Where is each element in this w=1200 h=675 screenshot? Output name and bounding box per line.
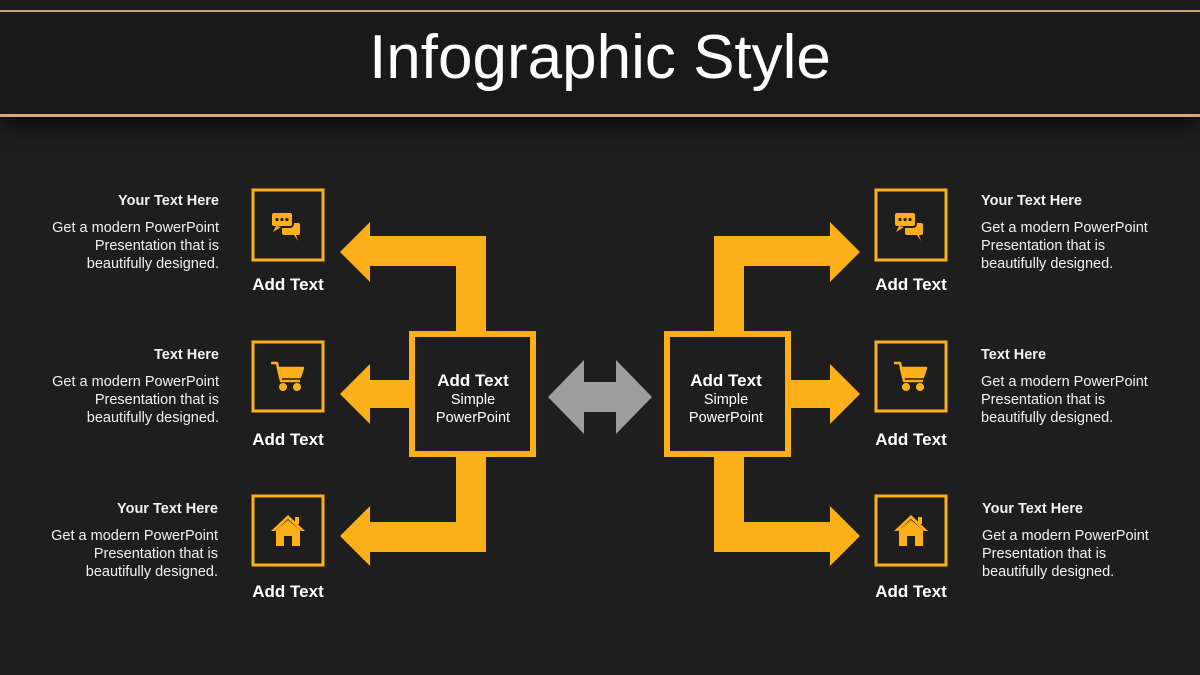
center-double-arrow	[548, 360, 652, 434]
center-right-line2: PowerPoint	[688, 410, 764, 426]
left-middle-body: Get a modern PowerPoint Presentation tha…	[52, 374, 219, 426]
center-left-line1: Simple	[450, 392, 496, 408]
left-top-textblock: Your Text Here Get a modern PowerPoint P…	[0, 192, 219, 273]
left-middle-add-label: Add Text	[252, 430, 324, 449]
house-icon	[894, 515, 928, 546]
left-bottom-heading: Your Text Here	[117, 501, 218, 517]
right-middle-add-label: Add Text	[875, 430, 947, 449]
left-bottom-icon-box	[251, 494, 325, 567]
shopping-cart-icon	[271, 361, 305, 392]
right-bottom-add-label: Add Text	[875, 582, 947, 601]
right-bottom-body: Get a modern PowerPoint Presentation tha…	[982, 528, 1149, 580]
left-middle-heading: Text Here	[153, 347, 219, 363]
right-top-textblock: Your Text Here Get a modern PowerPoint P…	[981, 192, 1156, 273]
left-bottom-body: Get a modern PowerPoint Presentation tha…	[51, 528, 218, 580]
center-left-box	[409, 331, 536, 457]
right-top-arrow	[714, 222, 860, 334]
left-top-add-label: Add Text	[252, 275, 324, 294]
right-middle-textblock: Text Here Get a modern PowerPoint Presen…	[981, 346, 1156, 427]
right-bottom-heading: Your Text Here	[982, 501, 1083, 517]
left-bottom-textblock: Your Text Here Get a modern PowerPoint P…	[0, 500, 218, 581]
center-right-label: Add Text	[690, 371, 762, 390]
left-bottom-arrow	[340, 454, 486, 566]
right-middle-body: Get a modern PowerPoint Presentation tha…	[981, 374, 1148, 426]
right-top-heading: Your Text Here	[981, 193, 1082, 209]
left-middle-arrow	[340, 364, 412, 424]
center-left-label: Add Text	[437, 371, 509, 390]
left-bottom-add-label: Add Text	[252, 582, 324, 601]
left-top-body: Get a modern PowerPoint Presentation tha…	[52, 220, 219, 272]
center-right-text: Add Text Simple PowerPoint	[666, 371, 786, 427]
center-left-line2: PowerPoint	[435, 410, 511, 426]
center-right-box	[664, 331, 791, 457]
house-icon	[271, 515, 305, 546]
title-band	[0, 10, 1200, 117]
right-bottom-textblock: Your Text Here Get a modern PowerPoint P…	[982, 500, 1157, 581]
slide-title: Infographic Style	[369, 23, 831, 92]
right-middle-arrow	[788, 364, 860, 424]
left-middle-textblock: Text Here Get a modern PowerPoint Presen…	[0, 346, 219, 427]
right-top-add-label: Add Text	[875, 275, 947, 294]
right-bottom-arrow	[714, 454, 860, 566]
center-left-text: Add Text Simple PowerPoint	[413, 371, 533, 427]
center-right-line1: Simple	[703, 392, 749, 408]
left-top-heading: Your Text Here	[118, 193, 219, 209]
chat-bubbles-icon	[893, 211, 925, 241]
right-top-body: Get a modern PowerPoint Presentation tha…	[981, 220, 1148, 272]
shopping-cart-icon	[894, 361, 928, 392]
right-middle-heading: Text Here	[981, 347, 1047, 363]
left-top-arrow	[340, 222, 486, 334]
chat-bubbles-icon	[270, 211, 302, 241]
